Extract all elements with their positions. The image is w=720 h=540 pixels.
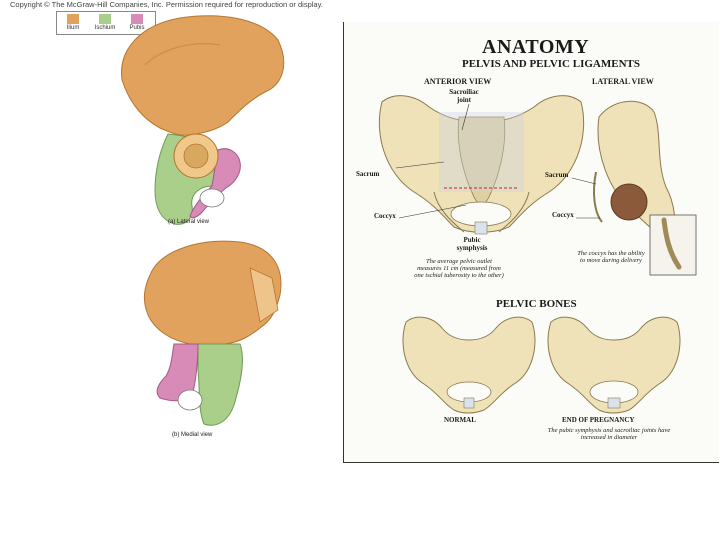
ilium-lateral [122, 16, 284, 136]
acetabulum-lateral [611, 184, 647, 220]
label-sacrum-anterior: Sacrum [356, 170, 379, 178]
poster-illustrations [344, 22, 719, 462]
caption-medial-view: (b) Medial view [172, 432, 212, 438]
note-pregnancy-changes: The pubic symphysis and sacroiliac joint… [544, 427, 674, 441]
obturator-foramen-medial [178, 390, 202, 410]
hip-bone-medial-view [144, 241, 281, 425]
obturator-foramen-lateral [200, 189, 224, 207]
coccyx-inset [650, 215, 696, 275]
note-coccyx-movement: The coccyx has the ability to move durin… [576, 250, 646, 264]
ischium-medial [198, 344, 242, 425]
label-coccyx-anterior: Coccyx [374, 212, 396, 220]
pubic-symphysis-marker [475, 222, 487, 234]
label-sacrum-lateral: Sacrum [545, 171, 568, 179]
pelvic-bones-heading: PELVIC BONES [496, 298, 577, 310]
hip-bone-figure [100, 10, 320, 450]
pelvis-lateral-illustration [572, 101, 696, 275]
lateral-view-heading: LATERAL VIEW [592, 77, 654, 86]
poster-title: ANATOMY [482, 36, 589, 59]
label-pubic-symphysis: Pubic symphysis [452, 236, 492, 252]
label-end-of-pregnancy: END OF PREGNANCY [562, 416, 634, 424]
note-pelvic-outlet: The average pelvic outlet measures 11 cm… [414, 258, 504, 279]
label-coccyx-lateral: Coccyx [552, 211, 574, 219]
label-normal: NORMAL [444, 416, 476, 424]
pelvis-normal-illustration [403, 317, 535, 413]
pelvis-pregnancy-illustration [548, 317, 680, 413]
anatomy-poster: ANATOMY PELVIS AND PELVIC LIGAMENTS ANTE… [343, 22, 719, 463]
label-sacroiliac-joint: Sacroiliac joint [444, 88, 484, 104]
caption-lateral-view: (a) Lateral view [168, 219, 209, 225]
anterior-view-heading: ANTERIOR VIEW [424, 77, 491, 86]
hip-bone-lateral-view [122, 16, 284, 224]
legend-swatch-ilium [67, 14, 79, 24]
legend-label-ilium: Ilium [67, 25, 80, 31]
copyright-notice: Copyright © The McGraw-Hill Companies, I… [10, 0, 323, 9]
legend-item-ilium: Ilium [59, 14, 87, 31]
poster-subtitle: PELVIS AND PELVIC LIGAMENTS [462, 58, 640, 70]
